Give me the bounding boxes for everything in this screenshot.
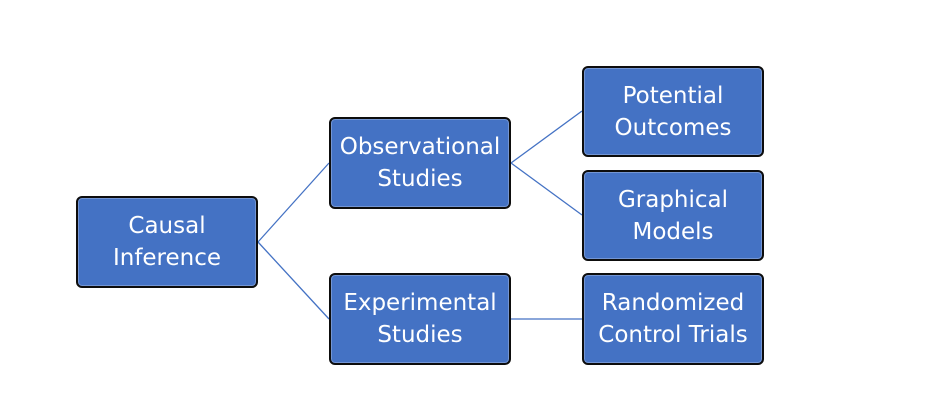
connector-root-to-observational [257, 162, 330, 243]
experimental-studies-node: Experimental Studies [329, 273, 511, 365]
graphical-models-node: Graphical Models [582, 170, 764, 261]
causal-inference-label: Causal Inference [112, 213, 222, 271]
randomized-control-trials-node: Randomized Control Trials [582, 273, 764, 365]
observational-studies-label: Observational Studies [339, 134, 501, 192]
experimental-studies-label: Experimental Studies [343, 290, 497, 348]
connector-root-to-experimental [257, 241, 330, 320]
potential-outcomes-node: Potential Outcomes [582, 66, 764, 157]
graphical-models-label: Graphical Models [617, 186, 729, 245]
observational-studies-node: Observational Studies [329, 117, 511, 209]
connector-observational-to-potential-outcomes [510, 110, 583, 164]
causal-inference-node: Causal Inference [76, 196, 258, 288]
randomized-control-trials-label: Randomized Control Trials [598, 290, 748, 348]
connector-observational-to-graphical-models [510, 162, 583, 216]
potential-outcomes-label: Potential Outcomes [614, 82, 732, 141]
